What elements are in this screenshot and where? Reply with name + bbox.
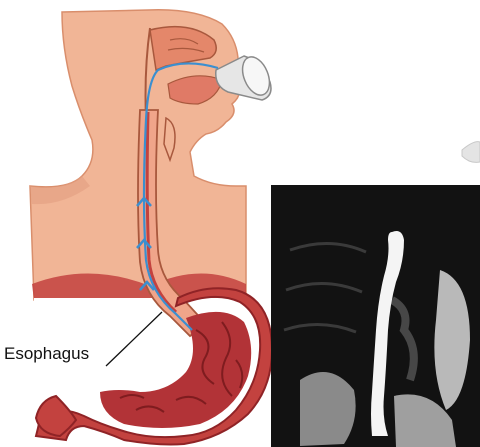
esophagus-label: Esophagus [4, 344, 89, 364]
partial-cup-fragment [462, 142, 480, 163]
xray-soft-tissue [300, 372, 356, 446]
xray-image [271, 185, 480, 447]
